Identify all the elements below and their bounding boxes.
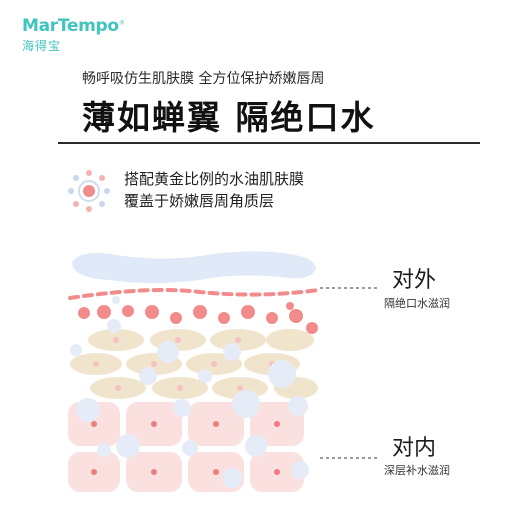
inner-label: 对内 bbox=[392, 436, 437, 461]
brand-logo: MarTempo® 海得宝 bbox=[22, 16, 132, 54]
outer-sublabel: 隔绝口水滋润 bbox=[384, 297, 450, 310]
feature-text: 搭配黄金比例的水油肌肤膜 覆盖于娇嫩唇周角质层 bbox=[124, 168, 304, 212]
dermis-cell-nuclei bbox=[91, 421, 280, 475]
outer-label: 对外 bbox=[392, 268, 437, 293]
brand-name-cn: 海得宝 bbox=[22, 39, 62, 53]
inner-sublabel: 深层补水滋润 bbox=[384, 464, 450, 477]
page-title: 薄如蝉翼 隔绝口水 bbox=[82, 98, 376, 137]
moisture-bubbles bbox=[70, 296, 309, 488]
lipid-dots bbox=[78, 302, 318, 334]
feature-line-2: 覆盖于娇嫩唇周角质层 bbox=[124, 192, 275, 210]
dotted-barrier-line bbox=[68, 288, 320, 300]
epidermis-cell-nuclei bbox=[93, 337, 275, 391]
feature-line-1: 搭配黄金比例的水油肌肤膜 bbox=[124, 170, 305, 188]
subtitle: 畅呼吸仿生肌肤膜 全方位保护娇嫩唇周 bbox=[82, 71, 325, 87]
trademark-mark: ® bbox=[118, 19, 125, 27]
protective-film bbox=[72, 251, 316, 283]
divider bbox=[58, 142, 480, 144]
dots-cluster-icon bbox=[68, 170, 110, 212]
brand-name-en: MarTempo bbox=[22, 16, 119, 36]
